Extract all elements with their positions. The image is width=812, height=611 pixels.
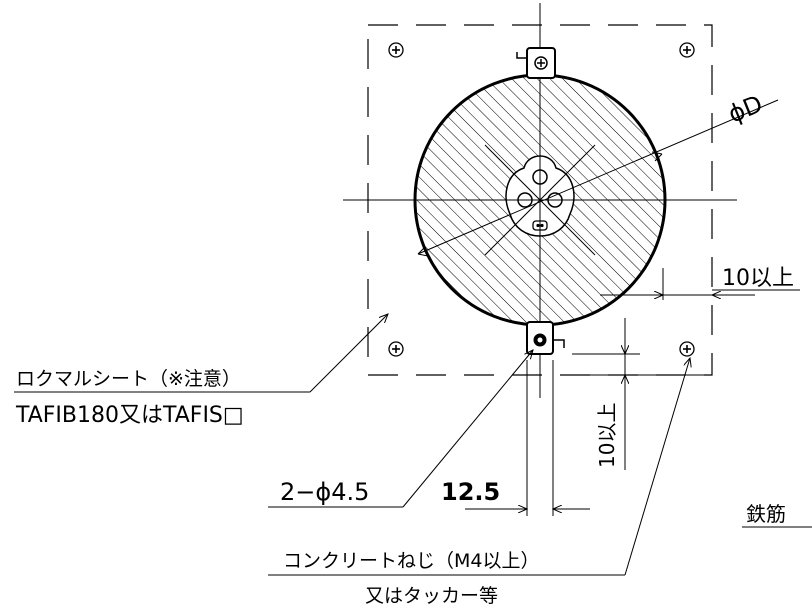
- diameter-leader: [417, 99, 779, 255]
- sheet-model-label: TAFIB180又はTAFIS□: [15, 403, 244, 428]
- corner-screw-bl: [388, 341, 404, 357]
- corner-screw-br: [679, 341, 695, 357]
- hole-pitch-label: 12.5: [441, 478, 500, 506]
- mounting-clip-bottom: [526, 321, 565, 355]
- mounting-clip-top: [516, 47, 556, 79]
- rebar-label: 鉄筋: [746, 502, 786, 526]
- clearance-right-label: 10以上: [722, 266, 794, 291]
- corner-screw-tr: [679, 42, 695, 58]
- sheet-name-label: ロクマルシート（※注意）: [16, 368, 241, 390]
- diameter-label: ϕD: [724, 90, 766, 129]
- screw-alt-label: 又はタッカー等: [365, 585, 498, 607]
- screw-label: コンクリートねじ（M4以上）: [283, 550, 539, 572]
- sheet-leader: [309, 314, 388, 393]
- hole-spec-label: 2−ϕ4.5: [280, 478, 369, 506]
- corner-screw-tl: [388, 42, 404, 58]
- clearance-bottom-label: 10以上: [595, 403, 619, 468]
- hole-leader: [402, 350, 533, 508]
- screw-leader: [624, 358, 690, 576]
